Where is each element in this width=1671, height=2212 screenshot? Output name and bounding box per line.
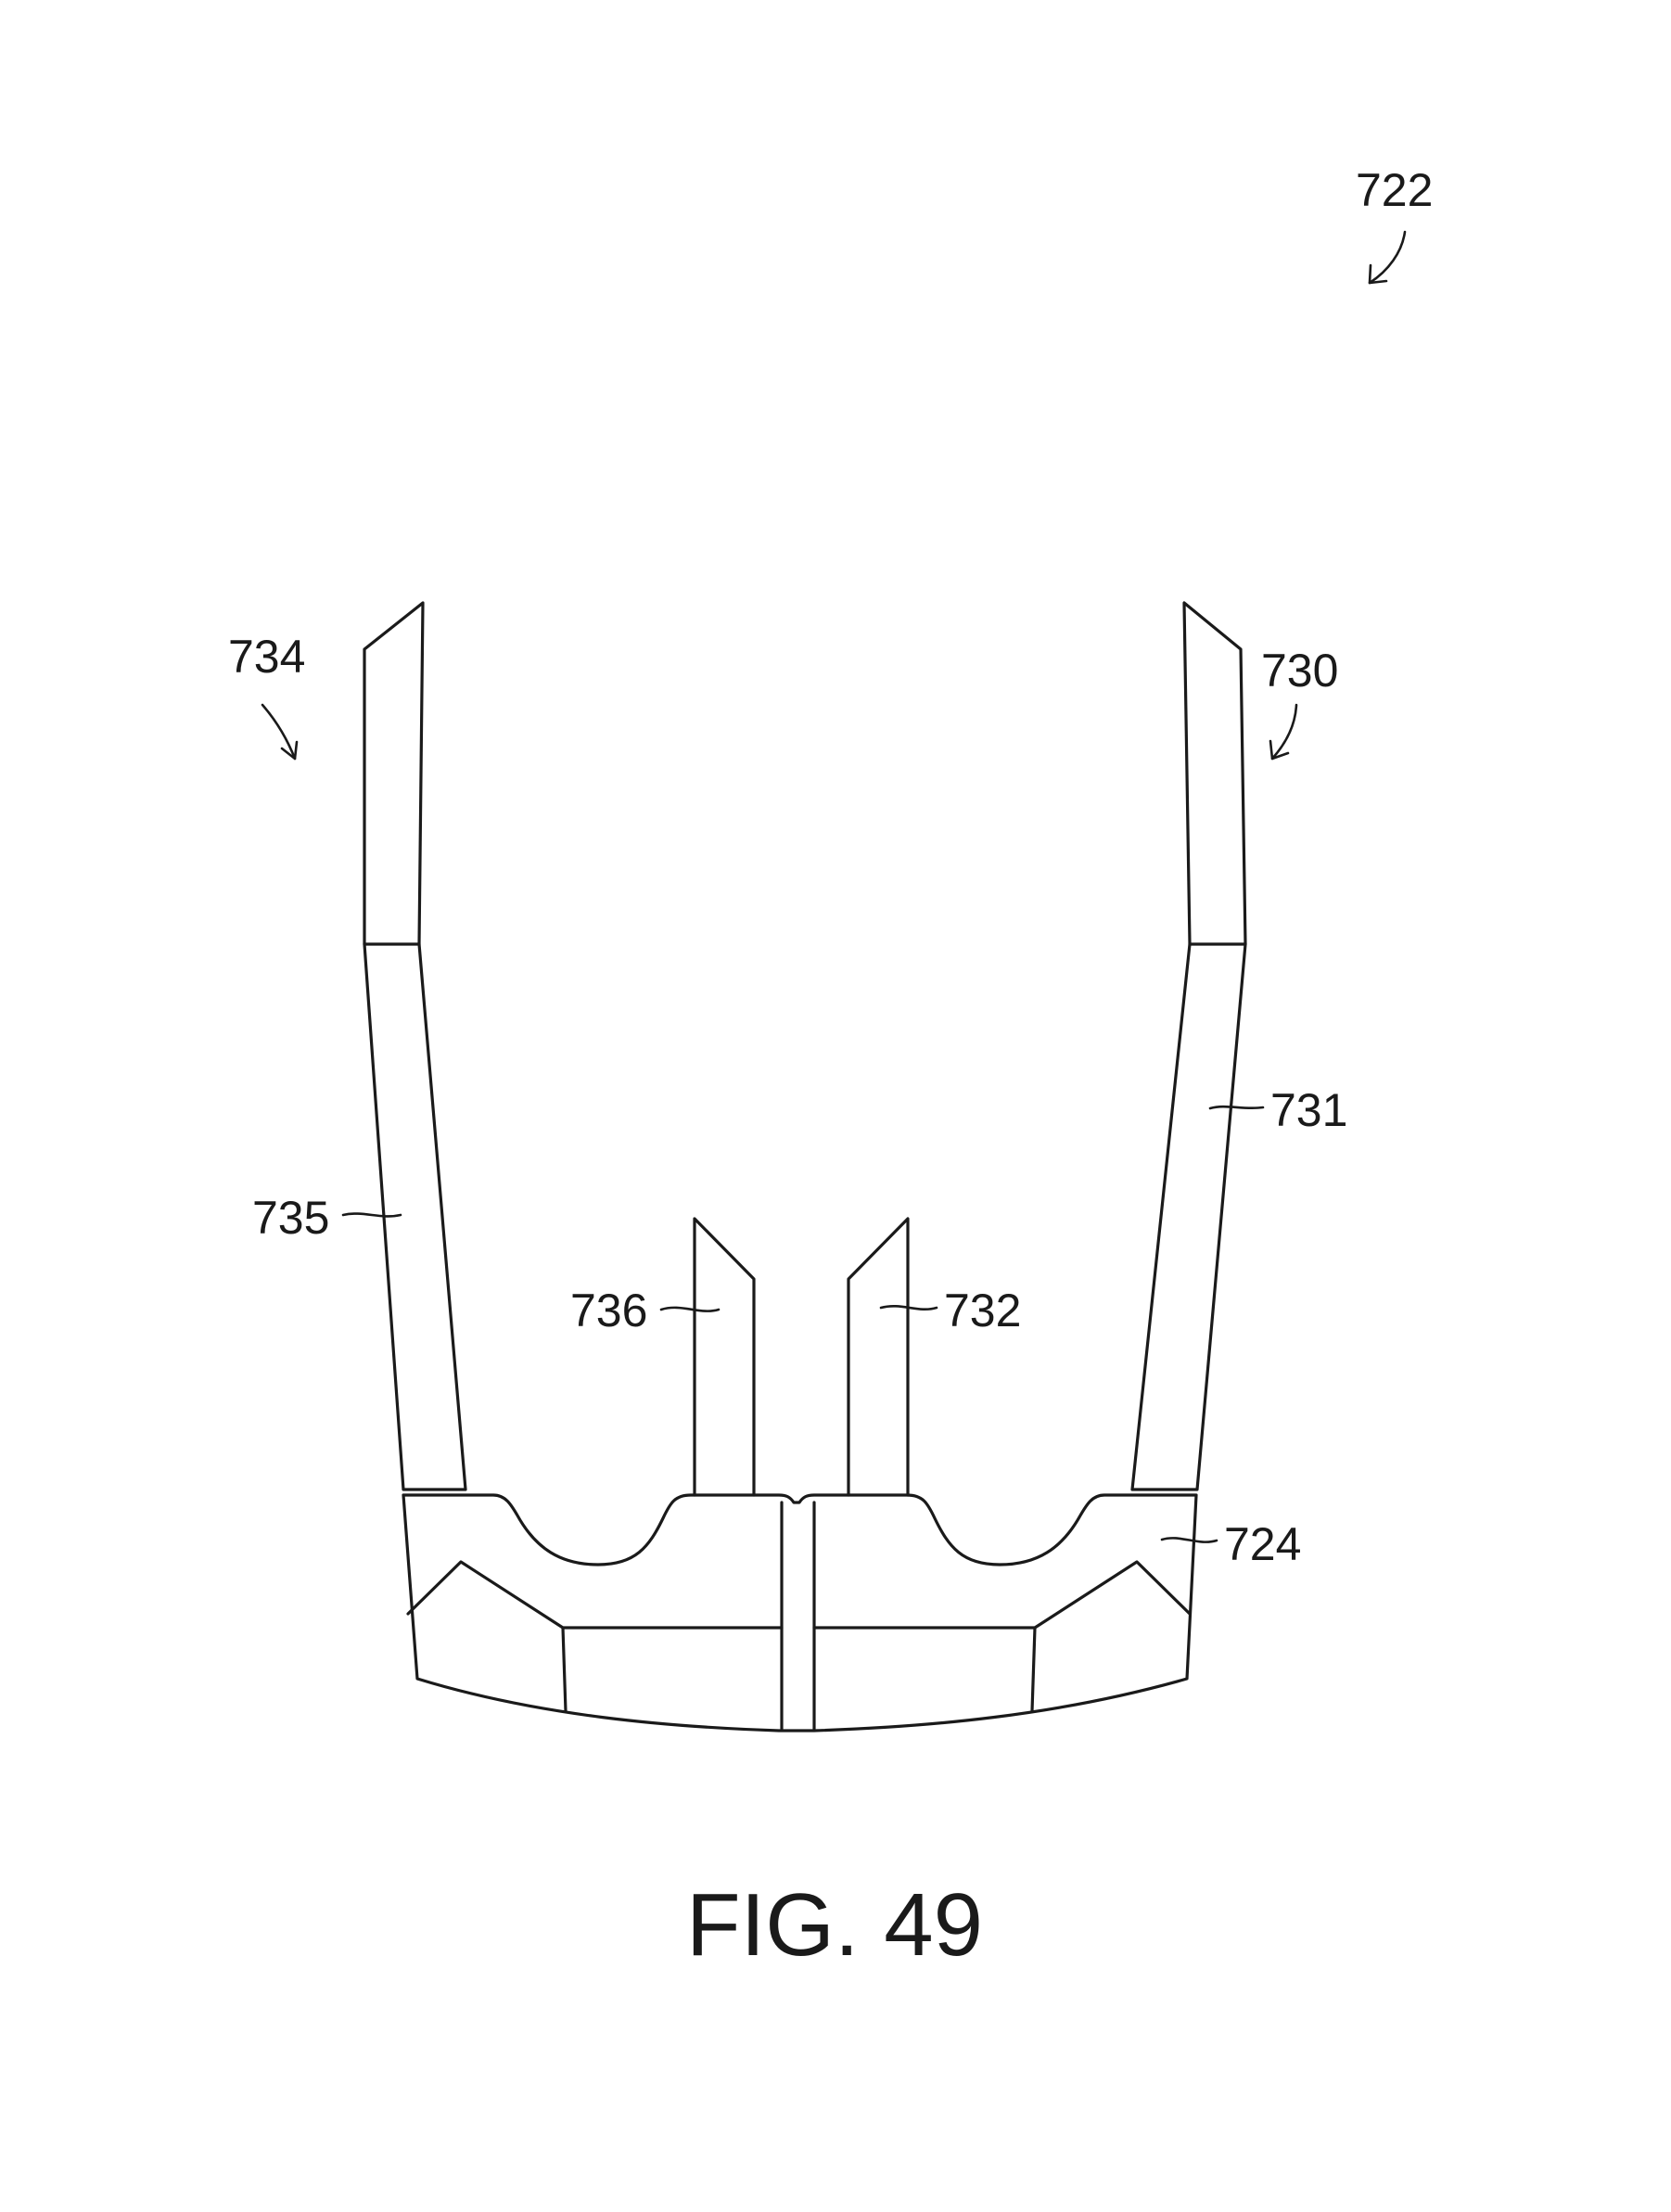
ref-label-734: 734 [228,631,305,683]
left-arm [363,601,467,1491]
ref-label-735: 735 [252,1192,329,1244]
ref-label-731: 731 [1270,1084,1347,1136]
leader-732 [879,1304,938,1311]
left-arm-upper-segment [363,601,425,946]
arrowhead-734 [280,740,299,761]
arrowhead-730 [1269,739,1290,761]
leader-731 [1208,1105,1265,1110]
figure-caption: FIG. 49 [686,1875,983,1975]
reference-labels: 722 734 730 731 735 736 732 724 [228,164,1433,1570]
arrow-734 [261,703,297,761]
base-outline [402,1493,1198,1733]
base-right-facet-divider [1030,1626,1037,1713]
ref-label-724: 724 [1224,1518,1301,1570]
arrowhead-722 [1368,263,1388,285]
ref-label-722: 722 [1356,164,1433,216]
right-arm-lower-segment [1130,942,1247,1491]
arrow-722 [1368,230,1407,285]
leader-lines [261,230,1407,1543]
base-left-facet-divider [561,1626,568,1713]
base-right-chevron [812,1560,1192,1630]
leader-736 [659,1306,721,1312]
base-body [402,1493,1198,1733]
ref-label-732: 732 [944,1285,1021,1336]
base-left-chevron [406,1560,784,1630]
leader-724 [1160,1537,1218,1543]
arrow-730 [1270,703,1298,761]
ref-label-730: 730 [1261,645,1338,697]
right-arm [1130,601,1247,1491]
left-inner-post [693,1217,756,1497]
right-inner-post [847,1217,910,1497]
ref-label-736: 736 [570,1285,647,1336]
inner-posts [693,1217,910,1497]
leader-735 [341,1212,402,1218]
right-arm-upper-segment [1182,601,1247,946]
